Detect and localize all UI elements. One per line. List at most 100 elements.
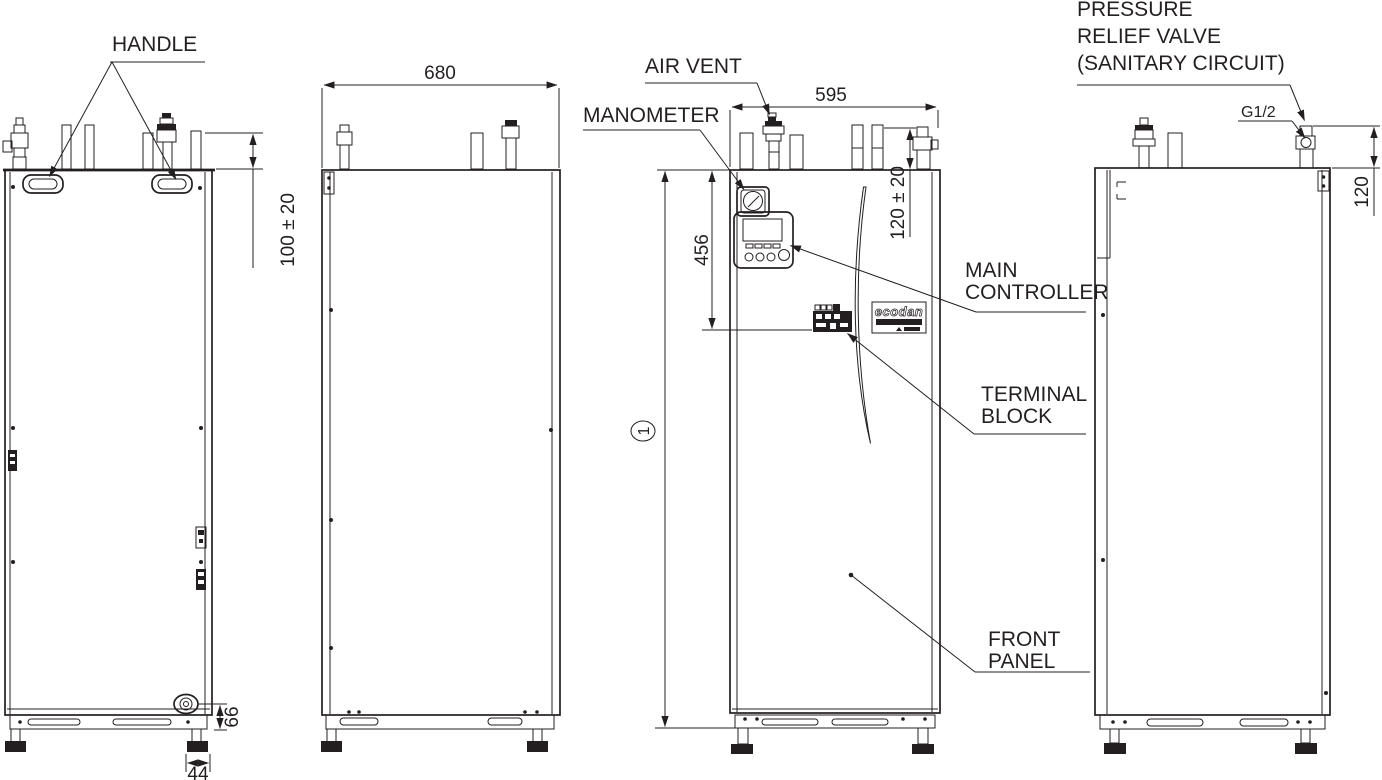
- cabinet-body: [321, 169, 561, 716]
- manometer: [736, 186, 770, 217]
- panel-screws: [329, 308, 553, 650]
- height-ref-circle: [630, 420, 656, 442]
- top-pipework: [739, 112, 939, 170]
- dim-text-pipe-height-side: 100 ± 20: [278, 193, 299, 267]
- cabinet-body: [729, 169, 941, 714]
- pipe: [871, 124, 884, 170]
- adjustable-feet: [321, 728, 548, 752]
- dim-text-total-height-ref: 1: [636, 426, 653, 435]
- pipe: [789, 134, 804, 170]
- drain-cock: [173, 693, 199, 715]
- ecodan-logo-text: ecodan: [875, 304, 924, 319]
- terminal-block-callout: TERMINAL BLOCK: [847, 333, 1087, 435]
- dim-text-pipe-height-front: 120 ± 20: [888, 166, 909, 240]
- dim-text-drain-height: 66: [222, 706, 243, 727]
- view-side-left: [2, 113, 215, 752]
- air-vent-fitting: [1132, 117, 1156, 169]
- mitsubishi-mark-icon: [896, 327, 902, 331]
- dim-text-foot-width: 44: [187, 764, 209, 780]
- g-thread-label: G1/2: [1241, 104, 1276, 121]
- handle-recess: [22, 174, 64, 194]
- dim-text-side-depth: 680: [424, 63, 456, 84]
- top-pipework: [336, 120, 520, 170]
- handle-label: HANDLE: [112, 33, 197, 56]
- pipe: [739, 132, 754, 170]
- adjustable-feet: [5, 728, 208, 752]
- pressure-relief-valve-fitting: [912, 126, 939, 170]
- air-vent-fitting: [501, 120, 520, 170]
- cabinet-body: [4, 169, 213, 716]
- main-controller-label-line1: MAIN: [965, 259, 1018, 282]
- base-frame: [1099, 714, 1326, 730]
- pressure-relief-valve-fitting: [1295, 125, 1316, 169]
- dim-foot-width: 44: [185, 754, 211, 780]
- controller-buttons: [744, 243, 790, 262]
- cabinet-body: [1094, 167, 1331, 716]
- base-frame: [325, 710, 555, 730]
- adjustable-feet: [1104, 728, 1317, 754]
- pipe: [470, 132, 484, 170]
- top-pipework: [1132, 117, 1316, 169]
- panel-screws: [1101, 313, 1328, 695]
- corner-bracket: [1317, 170, 1330, 192]
- view-side-right: [1094, 117, 1331, 754]
- dim-text-front-width: 595: [815, 85, 847, 106]
- pipe: [84, 124, 95, 170]
- manometer-label: MANOMETER: [583, 104, 720, 127]
- relief-valve-fitting: [2, 117, 29, 170]
- dim-prv-height: 120: [1313, 125, 1380, 216]
- terminal-block: [813, 304, 852, 332]
- main-controller: [733, 211, 794, 269]
- adjustable-feet: [731, 727, 934, 754]
- pipe: [61, 124, 72, 170]
- front-panel-label-line1: FRONT: [988, 628, 1060, 651]
- logo-tagline-bar: [876, 319, 922, 325]
- base-frame: [9, 714, 208, 730]
- prv-label-line3: (SANITARY CIRCUIT): [1077, 52, 1285, 75]
- dim-side-depth: 680: [321, 63, 560, 168]
- handle-callout: HANDLE: [49, 33, 205, 180]
- air-vent-fitting: [762, 112, 785, 170]
- front-panel-label-line2: PANEL: [988, 650, 1055, 673]
- pressure-relief-valve-callout: PRESSURE RELIEF VALVE (SANITARY CIRCUIT): [1077, 0, 1305, 122]
- pipe: [851, 124, 864, 170]
- pipe: [1167, 132, 1183, 169]
- air-vent-label: AIR VENT: [645, 55, 742, 78]
- top-pipework: [2, 113, 202, 170]
- handle-grip: [28, 178, 58, 190]
- pipe: [142, 132, 154, 170]
- g-thread-callout: G1/2: [1238, 104, 1306, 139]
- main-controller-callout: MAIN CONTROLLER: [789, 245, 1109, 313]
- controller-screen: [742, 218, 783, 242]
- prv-label-line2: RELIEF VALVE: [1077, 25, 1221, 48]
- corner-bracket: [323, 171, 335, 195]
- view-side-rear: [321, 120, 561, 752]
- alignment-marks: [1116, 181, 1126, 200]
- handle-grip: [157, 178, 187, 190]
- view-front: ecodan: [729, 112, 941, 754]
- side-sticker-labels: [8, 450, 207, 590]
- prv-label-line1: PRESSURE: [1077, 0, 1193, 21]
- terminal-block-label-line2: BLOCK: [981, 405, 1052, 428]
- panel-screws: [11, 185, 203, 564]
- air-vent-callout: AIR VENT: [645, 55, 770, 116]
- terminal-block-label-line1: TERMINAL: [981, 383, 1087, 406]
- valve-fitting: [336, 124, 353, 170]
- dim-front-width: 595: [729, 85, 939, 167]
- dim-pipe-height-side: 100 ± 20: [205, 132, 299, 268]
- dim-text-controller-offset: 456: [692, 234, 713, 266]
- dim-pipe-height-front: 120 ± 20: [884, 127, 916, 240]
- pipe: [190, 130, 202, 170]
- main-controller-label-line2: CONTROLLER: [965, 281, 1109, 304]
- dim-drain-height: 66: [198, 703, 243, 731]
- air-vent-fitting: [156, 113, 177, 170]
- manometer-callout: MANOMETER: [583, 104, 745, 190]
- dim-text-prv-height: 120: [1352, 176, 1373, 208]
- dim-controller-offset: 456: [657, 169, 812, 331]
- base-frame: [732, 708, 938, 729]
- panel-swoosh-graphic: [854, 186, 871, 444]
- mitsubishi-wordmark: [904, 327, 920, 331]
- ecodan-logo-plate: ecodan: [871, 301, 927, 334]
